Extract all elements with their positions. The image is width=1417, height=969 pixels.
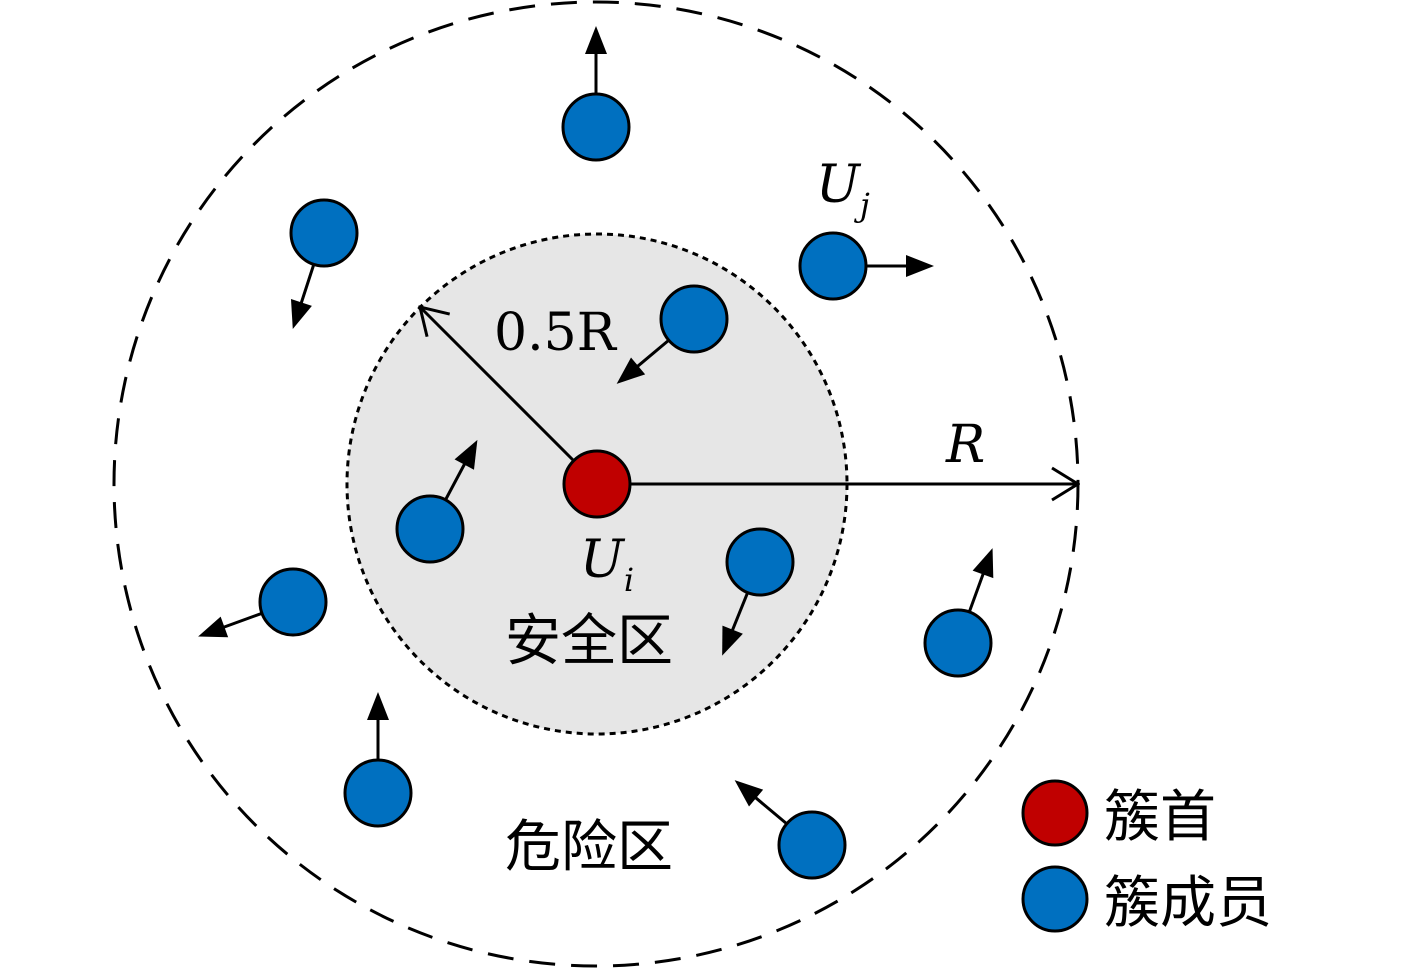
- cluster-members: [258, 92, 993, 880]
- velocity-arrowhead-3: [290, 299, 312, 330]
- cluster-member-node-9: [343, 758, 413, 828]
- radius-inner-label: 0.5R: [494, 303, 618, 363]
- legend-head-swatch: [1021, 779, 1089, 847]
- danger-zone-label: 危险区: [505, 815, 673, 880]
- velocity-arrowhead-9: [367, 692, 389, 720]
- velocity-arrowhead-10: [734, 780, 764, 807]
- radius-inner-line: [420, 307, 599, 486]
- cluster-member-node-3: [289, 198, 359, 268]
- member-label: Uj: [816, 155, 870, 224]
- cluster-head-label: Ui: [580, 530, 634, 599]
- velocity-arrowhead-1: [585, 26, 607, 54]
- velocity-arrowhead-7: [198, 616, 229, 638]
- legend-member-label: 簇成员: [1104, 871, 1272, 936]
- cluster-member-node-6: [725, 527, 795, 597]
- velocity-arrowhead-4: [616, 357, 646, 384]
- legend-member-swatch: [1021, 865, 1089, 933]
- cluster-member-node-7: [258, 567, 328, 637]
- cluster-head-node: [562, 449, 632, 519]
- cluster-member-node-2: [798, 231, 868, 301]
- radius-outer-label: R: [945, 415, 985, 475]
- cluster-member-node-4: [659, 284, 729, 354]
- velocity-arrows: [198, 26, 994, 825]
- legend: 簇首 簇成员: [1021, 779, 1272, 936]
- velocity-arrowhead-2: [906, 255, 934, 277]
- cluster-member-node-1: [561, 92, 631, 162]
- velocity-arrowhead-8: [972, 548, 994, 579]
- cluster-member-node-8: [923, 608, 993, 678]
- safe-zone-label: 安全区: [505, 609, 673, 674]
- cluster-member-node-5: [395, 494, 465, 564]
- cluster-member-node-10: [777, 810, 847, 880]
- velocity-arrowhead-5: [454, 439, 478, 470]
- legend-head-label: 簇首: [1104, 785, 1216, 850]
- velocity-arrowhead-6: [722, 625, 743, 656]
